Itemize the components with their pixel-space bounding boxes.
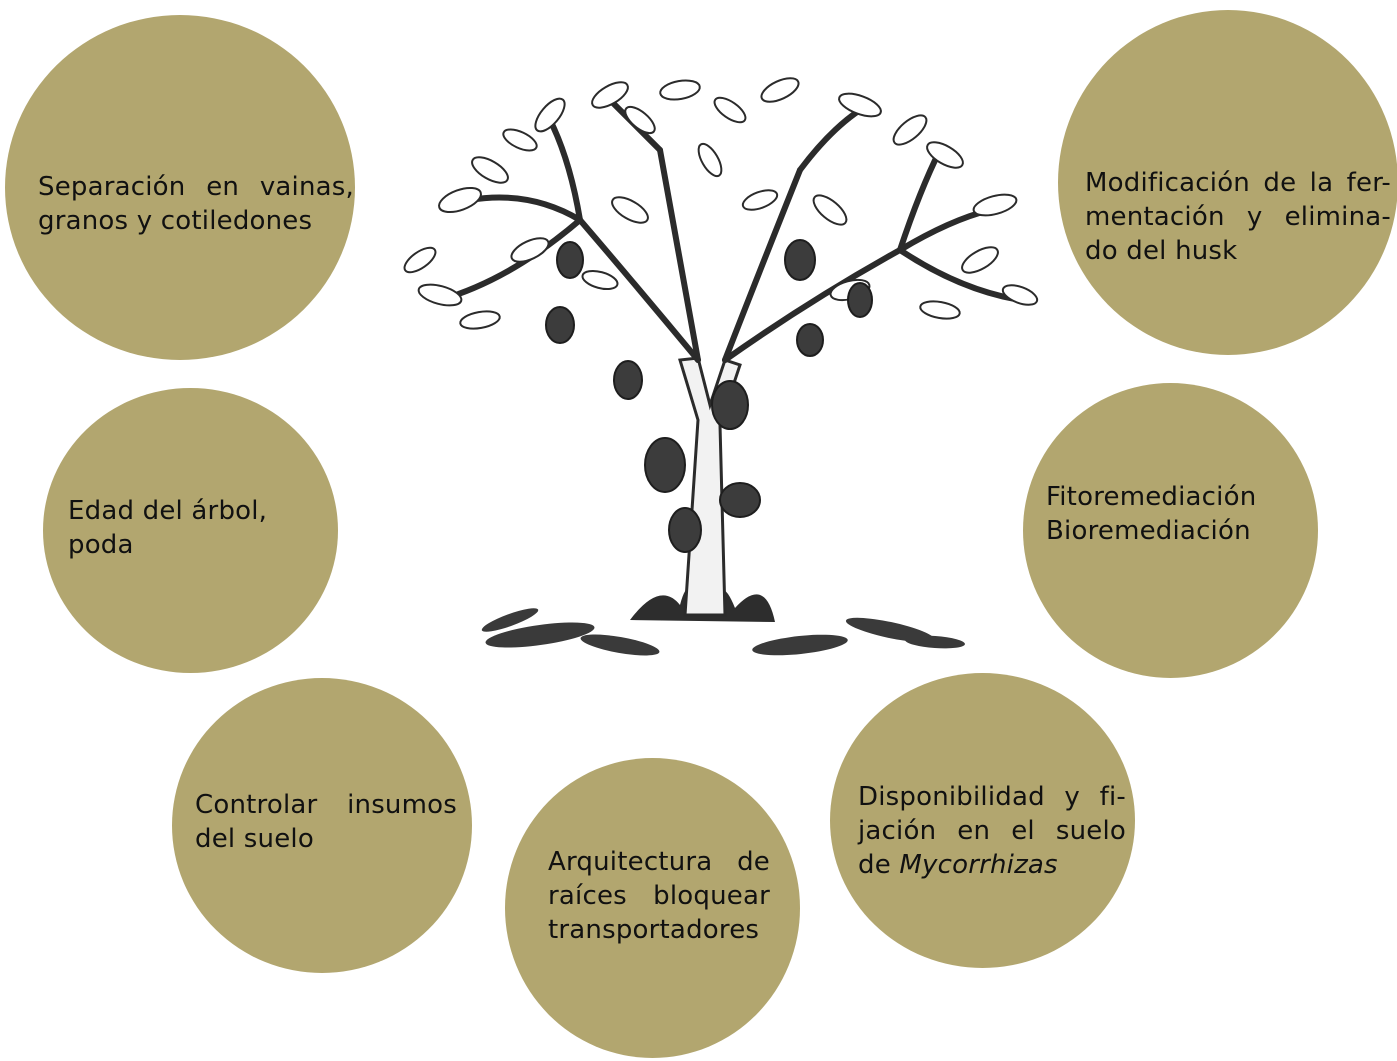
cacao-tree-illustration (380, 60, 1040, 680)
factor-text-mycorrhizas: Disponibilidad y fi-jación en el suelo d… (858, 780, 1126, 882)
factor-text-fitoremediacion: Fitoremediación (1046, 480, 1296, 514)
factor-text-remediacion: Fitoremediación Bioremediación (1046, 480, 1296, 548)
tree-leaves (401, 73, 1040, 331)
factor-text-fermentacion: Modificación de la fer-mentación y elimi… (1085, 166, 1391, 268)
factor-text-insumos: Controlar insumos del suelo (195, 788, 457, 856)
factor-text-bioremediacion: Bioremediación (1046, 514, 1296, 548)
factor-text-separacion: Separación en vainas, granos y cotiledon… (38, 170, 354, 238)
factor-text-mycorrhizas-italic: Mycorrhizas (899, 850, 1057, 880)
factor-text-edad: Edad del árbol, poda (68, 494, 288, 562)
factor-text-raices: Arquitectura de raíces bloquear transpor… (548, 845, 770, 947)
